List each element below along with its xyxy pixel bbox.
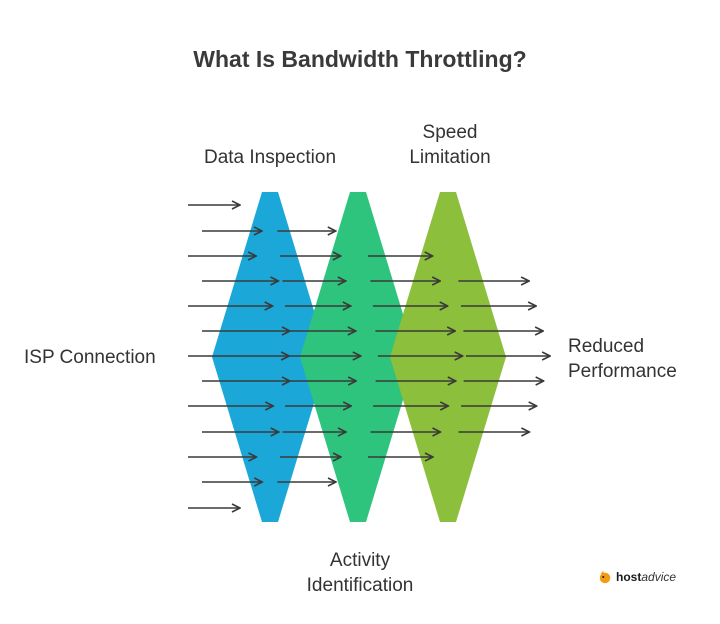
flow-arrows — [188, 205, 550, 508]
label-limitation: Limitation — [409, 147, 491, 168]
logo-text: hostadvice — [616, 570, 676, 584]
hostadvice-logo: hostadvice — [598, 570, 676, 584]
label-performance: Performance — [568, 361, 677, 382]
label-output: Reduced Performance — [568, 334, 708, 384]
label-stage3: Speed Limitation — [380, 120, 520, 170]
label-activity: Activity — [329, 550, 391, 571]
label-isp-connection: ISP Connection — [24, 347, 156, 368]
label-input: ISP Connection — [24, 345, 184, 370]
logo-text-bold: host — [616, 570, 642, 584]
label-identification: Identification — [306, 575, 414, 596]
logo-mascot-icon — [599, 570, 611, 584]
label-stage2: Activity Identification — [280, 548, 440, 598]
label-data-inspection: Data Inspection — [203, 147, 337, 168]
stage-data-inspection-shape — [212, 192, 328, 522]
diagram-title: What Is Bandwidth Throttling? — [193, 46, 527, 72]
stage-speed-limitation-shape — [390, 192, 506, 522]
label-speed: Speed — [422, 122, 478, 143]
logo-text-italic: advice — [641, 570, 677, 584]
label-reduced: Reduced — [568, 336, 645, 357]
label-stage1: Data Inspection — [190, 145, 350, 170]
